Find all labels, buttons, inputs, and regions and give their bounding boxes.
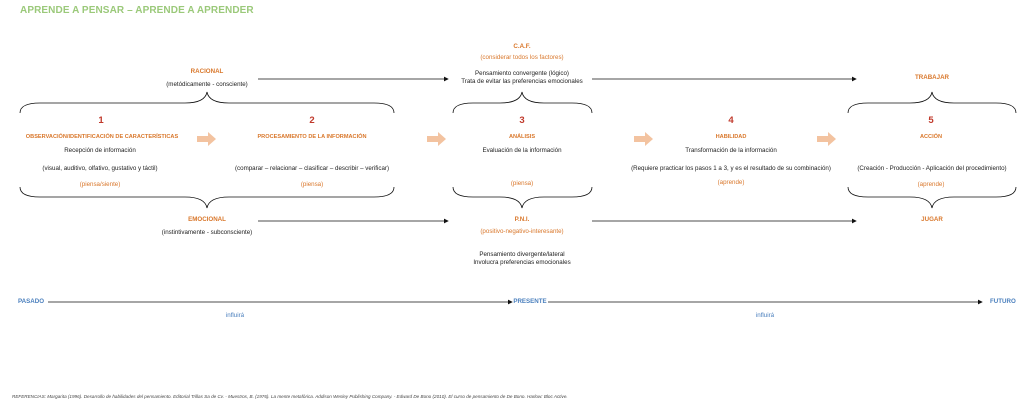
step-1-line2: (visual, auditivo, olfativo, gustativo y… (42, 165, 158, 172)
timeline-influye-2: influirá (755, 312, 775, 319)
step-3-tag: (piensa) (510, 180, 534, 187)
timeline-presente: PRESENTE (513, 298, 547, 305)
brace-bottom-left (19, 186, 395, 209)
step-1-line1: Recepción de información (64, 147, 136, 154)
caf-label: C.A.F. (513, 43, 531, 50)
pni-sub: (positivo-negativo-interesante) (480, 228, 564, 235)
timeline-influye-1: influirá (225, 312, 245, 319)
step-2-title: PROCESAMIENTO DE LA INFORMACIÓN (257, 134, 367, 140)
step-1-title: OBSERVACIÓN/IDENTIFICACIÓN DE CARACTERÍS… (25, 134, 179, 140)
timeline-pasado: PASADO (18, 298, 45, 305)
trabajar-label: TRABAJAR (914, 74, 950, 81)
pni-label: P.N.I. (514, 216, 530, 223)
step-5-number: 5 (928, 115, 934, 126)
brace-top-left (19, 91, 395, 114)
emocional-label: EMOCIONAL (188, 216, 226, 223)
block-arrow-3-4 (634, 132, 653, 146)
step-2-tag: (piensa) (300, 181, 324, 188)
step-3-title: ANÁLISIS (508, 134, 536, 140)
emocional-desc: (instintivamente - subconsciente) (161, 229, 253, 236)
block-arrow-4-5 (817, 132, 836, 146)
step-5-tag: (aprende) (917, 181, 945, 188)
step-3-line1: Evaluación de la información (482, 147, 562, 154)
racional-label: RACIONAL (190, 68, 224, 75)
step-4-number: 4 (728, 115, 734, 126)
step-2-number: 2 (309, 115, 315, 126)
step-1-tag: (piensa/siente) (79, 181, 121, 188)
block-arrow-2-3 (427, 132, 446, 146)
step-4-title: HABILIDAD (715, 134, 747, 140)
brace-top-middle (452, 91, 593, 114)
step-4-tag: (aprende) (717, 179, 745, 186)
step-5-title: ACCIÓN (919, 134, 943, 140)
references: REFERENCIAS: Margarita (1996). Desarroll… (12, 394, 568, 399)
racional-desc: (metódicamente - consciente) (166, 81, 248, 88)
step-5-line2: (Creación - Producción - Aplicación del … (857, 165, 1007, 172)
caf-sub: (considerar todos los factores) (480, 54, 564, 61)
step-4-line1: Transformación de la información (685, 147, 777, 154)
step-2-line2: (comparar – relacionar – clasificar – de… (234, 165, 390, 172)
caf-line1: Pensamiento convergente (lógico) (475, 70, 569, 77)
step-3-number: 3 (519, 115, 525, 126)
timeline-futuro: FUTURO (990, 298, 1016, 305)
jugar-label: JUGAR (921, 216, 943, 223)
pni-line2: Involucra preferencias emocionales (473, 259, 571, 266)
step-1-number: 1 (98, 115, 104, 126)
brace-bottom-right (847, 186, 1017, 209)
pni-line1: Pensamiento divergente/lateral (479, 251, 565, 258)
caf-line2: Trata de evitar las preferencias emocion… (461, 78, 583, 85)
page-title: APRENDE A PENSAR – APRENDE A APRENDER (20, 5, 254, 16)
brace-bottom-middle (452, 186, 593, 209)
block-arrow-1-2 (197, 132, 216, 146)
step-4-line2: (Requiere practicar los pasos 1 a 3, y e… (631, 165, 831, 172)
brace-top-right (847, 91, 1017, 114)
